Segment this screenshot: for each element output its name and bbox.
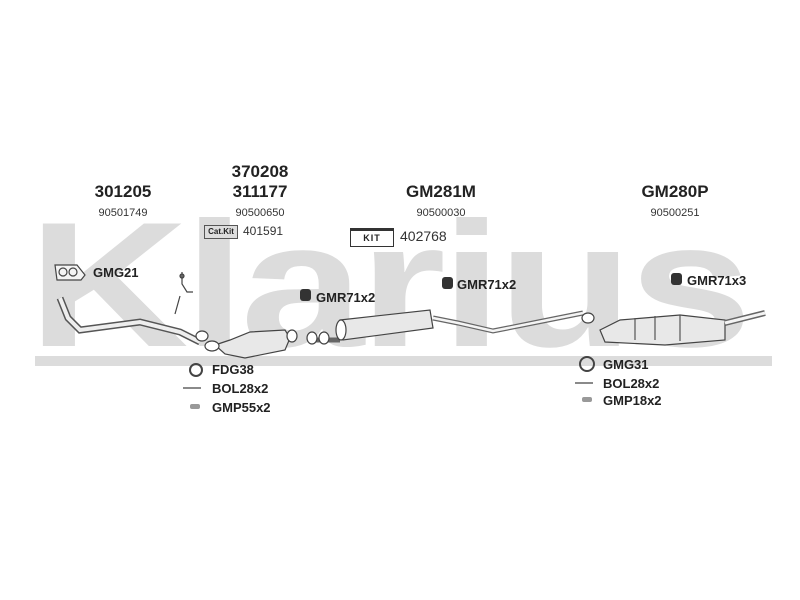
catkit-badge: Cat.Kit	[204, 225, 238, 239]
oe-number: 90500251	[650, 207, 700, 219]
oe-number: 90501749	[98, 207, 148, 219]
accessory-label: GMP18x2	[603, 393, 662, 408]
part-number: 370208	[231, 162, 289, 181]
oe-number: 90500030	[416, 207, 466, 219]
accessory-label: GMG21	[93, 265, 139, 280]
middle-silencer-icon	[306, 309, 595, 345]
kit-number: 402768	[400, 228, 447, 244]
kit-badge: KIT	[350, 228, 394, 247]
part-number: 301205	[94, 182, 152, 201]
lambda-sensor-icon	[174, 272, 193, 315]
part-number: GM281M	[406, 182, 476, 201]
accessory-label: GMR71x2	[457, 277, 517, 292]
rubber-mount-icon	[671, 273, 682, 285]
clamp-icon	[190, 397, 592, 409]
gasket-gmg21-icon	[54, 264, 86, 281]
catkit-number: 401591	[243, 224, 284, 238]
catalytic-converter-icon	[204, 329, 298, 359]
accessory-label: GMR71x2	[316, 290, 376, 305]
front-pipe-icon	[56, 296, 209, 346]
part-number: 311177	[232, 182, 288, 201]
ring-gasket-icon	[189, 356, 595, 377]
accessory-label: FDG38	[212, 362, 254, 377]
watermark-bar	[35, 356, 772, 366]
bolt-icon	[183, 382, 593, 389]
accessory-label: GMP55x2	[212, 400, 271, 415]
rubber-mount-icon	[300, 289, 311, 301]
rear-silencer-icon	[599, 310, 766, 346]
rubber-mount-icon	[442, 277, 453, 289]
part-number: GM280P	[641, 182, 709, 201]
accessory-label: GMR71x3	[687, 273, 747, 288]
accessory-label: BOL28x2	[212, 381, 269, 396]
accessory-label: GMG31	[603, 357, 649, 372]
accessory-label: BOL28x2	[603, 376, 660, 391]
oe-number: 90500650	[235, 207, 285, 219]
